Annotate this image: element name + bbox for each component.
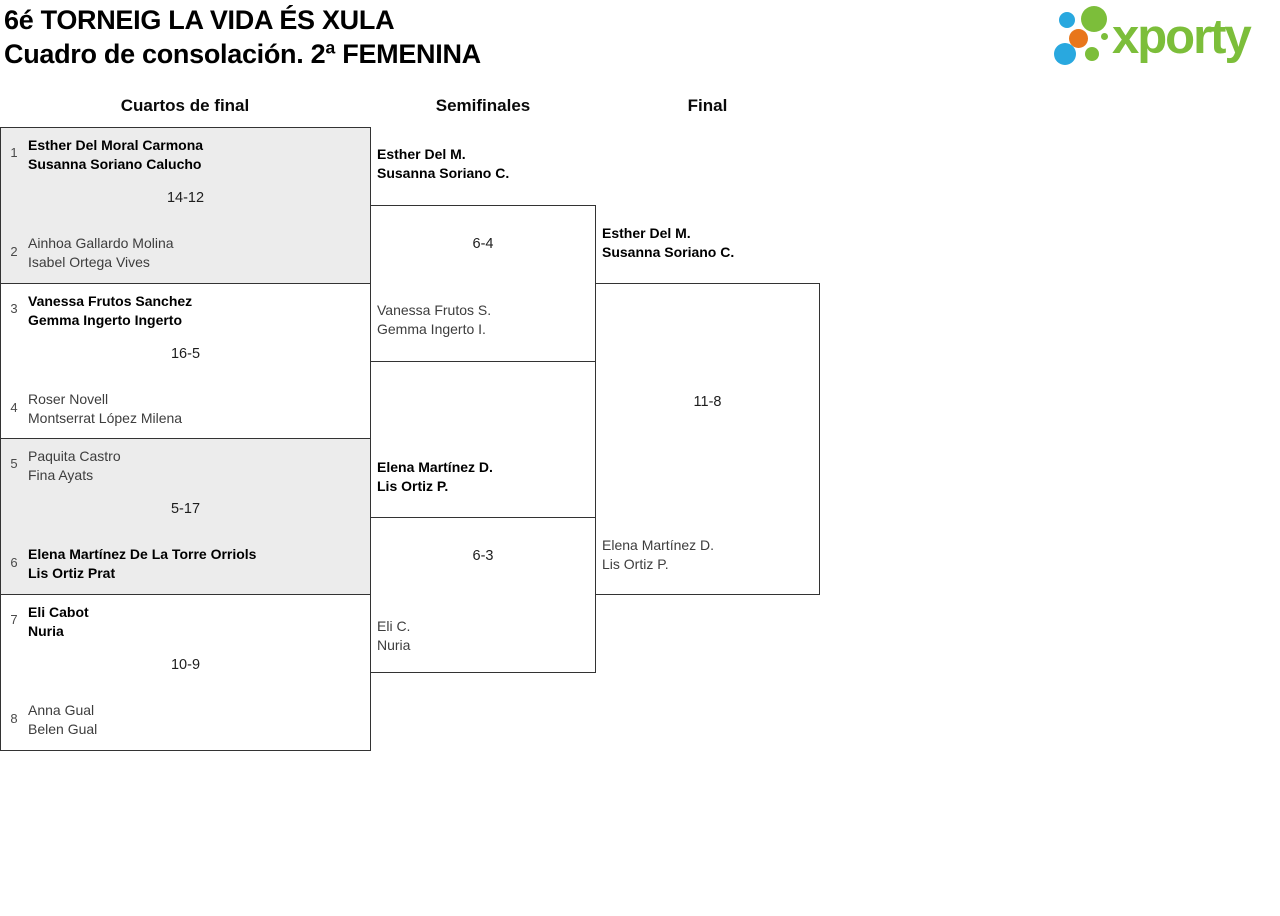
player-name-1: Esther Del M. <box>602 225 691 241</box>
match-quarterfinal-1: 1 Esther Del Moral Carmona Susanna Soria… <box>0 127 371 284</box>
semifinal-1-team-top: Esther Del M. Susanna Soriano C. <box>377 145 509 182</box>
semifinal-2-team-top: Elena Martínez D. Lis Ortiz P. <box>377 458 493 495</box>
player-name-2: Lis Ortiz Prat <box>28 564 116 581</box>
bracket-subtitle: Cuadro de consolación. 2ª FEMENINA <box>4 39 481 69</box>
semifinal-2-team-bottom: Eli C. Nuria <box>377 617 410 654</box>
player-name-1: Anna Gual <box>28 702 95 718</box>
match-final: 11-8 <box>595 283 820 595</box>
player-name-2: Gemma Ingerto Ingerto <box>28 311 183 328</box>
player-name-1: Eli C. <box>377 618 411 634</box>
seed-number-2: 2 <box>10 244 18 259</box>
player-name-1: Roser Novell <box>28 391 109 407</box>
seed-number-4: 4 <box>10 400 18 415</box>
team-bottom: Ainhoa Gallardo Molina Isabel Ortega Viv… <box>28 234 174 271</box>
player-name-2: Belen Gual <box>28 720 98 737</box>
logo-dot-blue-small-icon <box>1059 12 1075 28</box>
player-name-1: Elena Martínez D. <box>377 459 493 475</box>
team-top: Vanessa Frutos Sanchez Gemma Ingerto Ing… <box>28 292 192 329</box>
player-name-2: Fina Ayats <box>28 466 94 483</box>
team-top: Esther Del Moral Carmona Susanna Soriano… <box>28 136 203 173</box>
match-score: 11-8 <box>693 394 722 410</box>
match-score: 16-5 <box>170 346 201 362</box>
match-quarterfinal-3: 5 Paquita Castro Fina Ayats 5-17 6 Elena… <box>0 438 371 595</box>
player-name-1: Ainhoa Gallardo Molina <box>28 235 174 251</box>
final-team-bottom: Elena Martínez D. Lis Ortiz P. <box>602 536 714 573</box>
player-name-2: Nuria <box>28 622 64 639</box>
player-name-1: Esther Del M. <box>377 146 466 162</box>
team-bottom: Anna Gual Belen Gual <box>28 701 97 738</box>
player-name-2: Lis Ortiz P. <box>602 555 669 572</box>
team-top: Eli Cabot Nuria <box>28 603 89 640</box>
player-name-1: Eli Cabot <box>28 604 89 620</box>
match-quarterfinal-4: 7 Eli Cabot Nuria 10-9 8 Anna Gual Belen… <box>0 594 371 751</box>
round-header-cuartos-de-final: Cuartos de final <box>120 96 250 115</box>
seed-number-5: 5 <box>10 456 18 471</box>
semifinal-1-team-bottom: Vanessa Frutos S. Gemma Ingerto I. <box>377 301 491 338</box>
match-score: 5-17 <box>170 501 201 517</box>
seed-number-8: 8 <box>10 711 18 726</box>
player-name-2: Susanna Soriano Calucho <box>28 155 202 172</box>
logo-dot-green-tiny-icon <box>1101 33 1108 40</box>
player-name-1: Paquita Castro <box>28 448 121 464</box>
player-name-1: Vanessa Frutos Sanchez <box>28 293 193 309</box>
page-title: 6é TORNEIG LA VIDA ÉS XULA Cuadro de con… <box>4 3 481 71</box>
player-name-1: Vanessa Frutos S. <box>377 302 492 318</box>
player-name-1: Elena Martínez D. <box>602 537 715 553</box>
logo-dot-orange-icon <box>1069 29 1088 48</box>
player-name-2: Montserrat López Milena <box>28 409 183 426</box>
logo-dot-blue-large-icon <box>1054 43 1076 65</box>
round-header-semifinales: Semifinales <box>435 96 531 115</box>
seed-number-6: 6 <box>10 555 18 570</box>
player-name-2: Isabel Ortega Vives <box>28 253 150 270</box>
seed-number-3: 3 <box>10 301 18 316</box>
round-header-final: Final <box>687 96 728 115</box>
match-semifinal-1: 6-4 <box>370 205 596 362</box>
team-bottom: Elena Martínez De La Torre Orriols Lis O… <box>28 545 256 582</box>
logo-wordmark: xporty <box>1112 10 1252 64</box>
player-name-1: Esther Del Moral Carmona <box>28 137 204 153</box>
match-score: 10-9 <box>170 657 201 673</box>
player-name-2: Susanna Soriano C. <box>602 243 735 260</box>
tournament-name: 6é TORNEIG LA VIDA ÉS XULA <box>4 5 395 35</box>
match-semifinal-2: 6-3 <box>370 517 596 673</box>
player-name-2: Lis Ortiz P. <box>377 477 449 494</box>
xporty-logo[interactable]: xporty <box>1048 4 1280 74</box>
player-name-2: Gemma Ingerto I. <box>377 320 486 337</box>
player-name-2: Nuria <box>377 636 411 653</box>
team-top: Paquita Castro Fina Ayats <box>28 447 121 484</box>
match-quarterfinal-2: 3 Vanessa Frutos Sanchez Gemma Ingerto I… <box>0 283 371 439</box>
match-score: 6-4 <box>472 236 494 252</box>
seed-number-1: 1 <box>10 145 18 160</box>
seed-number-7: 7 <box>10 612 18 627</box>
player-name-2: Susanna Soriano C. <box>377 164 510 181</box>
logo-dot-green-large-icon <box>1081 6 1107 32</box>
match-score: 6-3 <box>472 548 494 564</box>
final-team-top: Esther Del M. Susanna Soriano C. <box>602 224 734 261</box>
team-bottom: Roser Novell Montserrat López Milena <box>28 390 182 427</box>
logo-dot-green-small-icon <box>1085 47 1099 61</box>
player-name-1: Elena Martínez De La Torre Orriols <box>28 546 257 562</box>
match-score: 14-12 <box>166 190 205 206</box>
